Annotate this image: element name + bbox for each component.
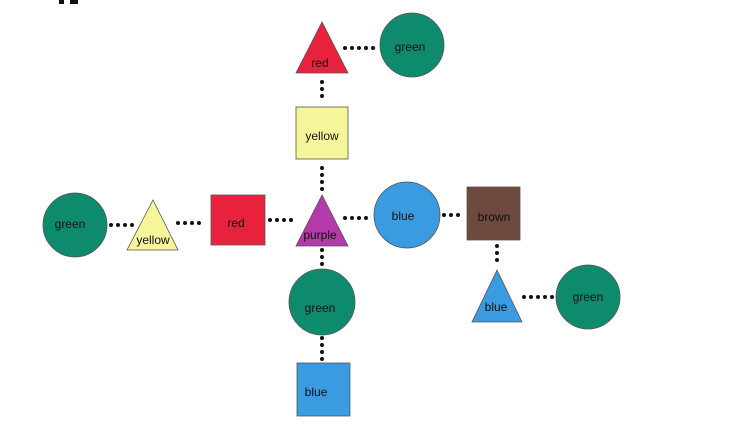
- green-circle-right: green: [555, 264, 621, 330]
- red-square: red: [210, 194, 266, 246]
- blue-square: blue: [296, 362, 351, 417]
- connectors: [109, 46, 555, 362]
- svg-text:blue: blue: [305, 385, 328, 399]
- green-circle-left: green: [42, 192, 108, 258]
- brown-square: brown: [466, 186, 521, 241]
- svg-text:red: red: [227, 216, 244, 230]
- svg-text:yellow: yellow: [136, 233, 170, 247]
- svg-text:purple: purple: [303, 228, 337, 242]
- stray-mark: [59, 0, 64, 4]
- blue-circle: blue: [373, 181, 441, 249]
- yellow-triangle: yellow: [126, 199, 179, 251]
- svg-text:green: green: [573, 290, 604, 304]
- svg-text:brown: brown: [478, 210, 511, 224]
- svg-text:blue: blue: [392, 209, 415, 223]
- svg-text:green: green: [395, 40, 426, 54]
- green-circle-top: green: [379, 12, 445, 78]
- blue-triangle: blue: [471, 269, 523, 323]
- svg-text:blue: blue: [485, 300, 508, 314]
- svg-text:green: green: [305, 301, 336, 315]
- svg-text:green: green: [55, 217, 86, 231]
- svg-text:red: red: [311, 56, 328, 70]
- stray-mark: [70, 0, 78, 4]
- svg-text:yellow: yellow: [305, 129, 339, 143]
- purple-triangle-center: purple: [295, 194, 349, 247]
- yellow-square: yellow: [295, 106, 349, 160]
- green-circle-bottom: green: [288, 268, 356, 336]
- red-triangle-top: red: [295, 21, 349, 74]
